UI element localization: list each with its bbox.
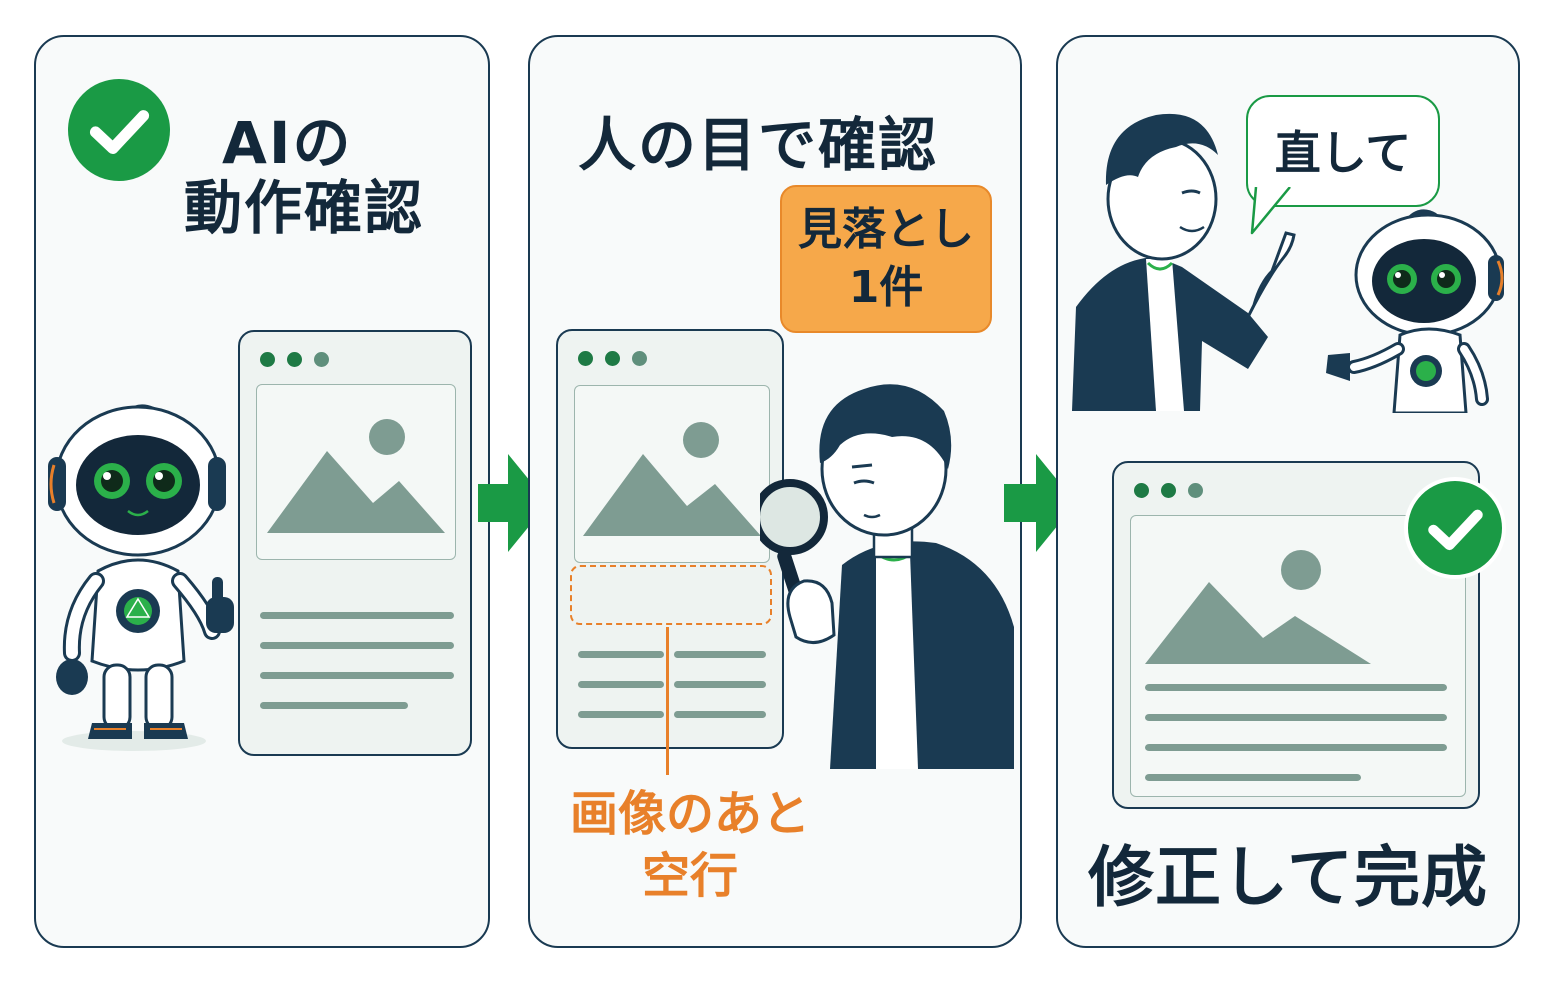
window-dot-icon [1161, 483, 1176, 498]
window-dot-icon [1188, 483, 1203, 498]
check-circle-icon [68, 79, 170, 181]
text-line [674, 651, 766, 658]
text-line [260, 702, 408, 709]
window-dots [578, 351, 647, 366]
text-line [260, 612, 454, 619]
arrow-right-icon [478, 454, 548, 552]
robot-illustration [1320, 203, 1516, 413]
text-line [260, 642, 454, 649]
missed-count-badge: 見落とし 1件 [780, 185, 992, 333]
step-fix-complete-panel: 直して [1056, 35, 1520, 948]
reviewer-person-illustration [760, 367, 1020, 769]
robot-illustration [46, 381, 246, 757]
step-human-check-title: 人の目で確認 [578, 111, 939, 179]
callout-leader-line [666, 627, 669, 775]
window-dots [1134, 483, 1203, 498]
text-line [674, 681, 766, 688]
step-ai-check-panel: AIの 動作確認 [34, 35, 490, 948]
text-line [578, 651, 664, 658]
window-dot-icon [632, 351, 647, 366]
step-fix-complete-title: 修正して完成 [1088, 839, 1489, 916]
text-line [578, 711, 664, 718]
missing-blank-line-highlight [570, 565, 772, 625]
step-human-check-panel: 人の目で確認 見落とし 1件 画像のあと 空行 [528, 35, 1022, 948]
speech-bubble: 直して [1246, 95, 1440, 207]
step-ai-check-title: AIの 動作確認 [184, 109, 425, 242]
check-circle-icon [1404, 477, 1506, 579]
image-placeholder-icon [574, 385, 770, 563]
image-placeholder-icon [256, 384, 456, 560]
blank-line-callout: 画像のあと 空行 [569, 786, 810, 904]
window-dots [260, 352, 329, 367]
window-dot-icon [314, 352, 329, 367]
window-dot-icon [605, 351, 620, 366]
text-line [260, 672, 454, 679]
content-area [1130, 515, 1466, 797]
text-line [578, 681, 664, 688]
speech-tail-icon [1250, 187, 1291, 235]
window-dot-icon [287, 352, 302, 367]
text-line [674, 711, 766, 718]
webpage-card [556, 329, 784, 749]
window-dot-icon [260, 352, 275, 367]
window-dot-icon [578, 351, 593, 366]
webpage-card [1112, 461, 1480, 809]
window-dot-icon [1134, 483, 1149, 498]
webpage-card [238, 330, 472, 756]
arrow-right-icon [1004, 454, 1076, 552]
instructor-person-illustration [1072, 107, 1304, 411]
